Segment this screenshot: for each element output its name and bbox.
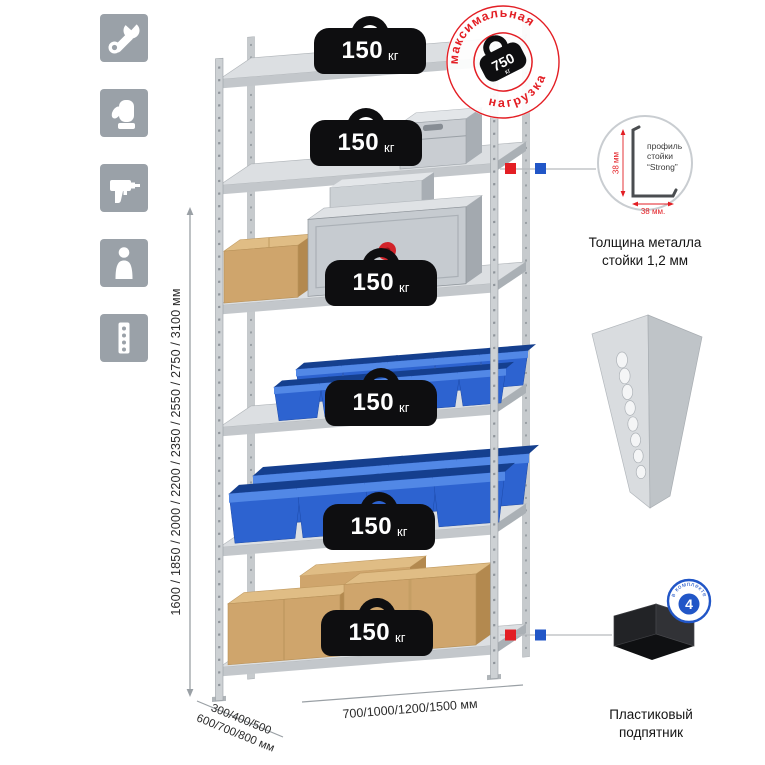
kettlebell-handle bbox=[360, 492, 398, 514]
feature-icon-gloves bbox=[100, 89, 148, 137]
kettlebell-body: 150 кг bbox=[321, 610, 433, 656]
foot-caption-line-1: Пластиковый bbox=[609, 707, 693, 722]
shelf-load-weight-3: 150 кг bbox=[325, 248, 437, 306]
load-unit: кг bbox=[399, 279, 410, 295]
blue-marker bbox=[535, 163, 546, 174]
load-value: 150 bbox=[337, 129, 380, 156]
profile-caption-line-2: стойки 1,2 мм bbox=[601, 253, 689, 269]
shelf-load-weight-6: 150 кг bbox=[321, 598, 433, 656]
width-dimension-line bbox=[301, 684, 524, 703]
person-icon bbox=[115, 247, 133, 279]
load-value: 150 bbox=[352, 389, 395, 416]
load-value: 150 bbox=[350, 513, 393, 540]
profile-dim-horizontal: 38 мм. bbox=[641, 207, 665, 216]
load-unit: кг bbox=[399, 399, 410, 415]
kettlebell-body: 150 кг bbox=[314, 28, 426, 74]
kettlebell-handle bbox=[351, 16, 389, 38]
corner-post-detail bbox=[591, 314, 703, 509]
load-value: 150 bbox=[348, 619, 391, 646]
kettlebell-body: 150 кг bbox=[323, 504, 435, 550]
depth-dimension-line bbox=[196, 700, 284, 738]
kettlebell-handle bbox=[362, 368, 400, 390]
bottom-connector bbox=[500, 629, 612, 641]
gloves-icon bbox=[111, 100, 135, 129]
load-unit: кг bbox=[395, 629, 406, 645]
cardboard-box-small bbox=[222, 233, 316, 304]
perforated-profile-icon bbox=[118, 322, 130, 354]
red-marker bbox=[505, 629, 516, 641]
red-marker bbox=[505, 163, 516, 174]
kettlebell-body: 150 кг bbox=[325, 380, 437, 426]
badge-number: 4 bbox=[685, 596, 693, 612]
height-dimension-label: 1600 / 1850 / 2000 / 2200 / 2350 / 2550 … bbox=[169, 288, 183, 616]
drill-icon bbox=[110, 180, 140, 203]
shelf-load-weight-1: 150 кг bbox=[314, 16, 426, 74]
profile-dim-vertical: 38 мм bbox=[612, 152, 621, 174]
profile-label-1: профиль bbox=[647, 141, 683, 151]
wrench-icon bbox=[108, 16, 140, 54]
load-unit: кг bbox=[397, 523, 408, 539]
angle-profile-drawing bbox=[631, 125, 678, 198]
feature-icon-wrench bbox=[100, 14, 148, 62]
stamp-kettlebell-icon: 750 кг bbox=[479, 35, 527, 82]
blue-marker bbox=[535, 629, 546, 641]
profile-label-2: стойки bbox=[647, 151, 673, 161]
shelf-load-weight-5: 150 кг bbox=[323, 492, 435, 550]
profile-caption-line-1: Толщина металла bbox=[588, 235, 702, 250]
kettlebell-body: 150 кг bbox=[310, 120, 422, 166]
stamp-unit: кг bbox=[504, 67, 513, 76]
top-connector bbox=[500, 163, 596, 174]
profile-label-3: “Strong” bbox=[647, 162, 678, 172]
feature-icon-person bbox=[100, 239, 148, 287]
feature-icon-drill bbox=[100, 164, 148, 212]
load-value: 150 bbox=[341, 37, 384, 64]
load-value: 150 bbox=[352, 269, 395, 296]
profile-caption: Толщина металла стойки 1,2 мм bbox=[560, 234, 730, 270]
height-dimension-line bbox=[186, 207, 194, 697]
foot-caption-line-2: подпятник bbox=[618, 725, 684, 741]
kettlebell-handle bbox=[362, 248, 400, 270]
shelf-load-weight-2: 150 кг bbox=[310, 108, 422, 166]
load-unit: кг bbox=[388, 47, 399, 63]
kit-badge: в комплекте 4 bbox=[666, 578, 712, 624]
shelf-load-weight-4: 150 кг bbox=[325, 368, 437, 426]
load-unit: кг bbox=[384, 139, 395, 155]
kettlebell-body: 150 кг bbox=[325, 260, 437, 306]
profile-detail: 38 мм 38 мм. профиль стойки “Strong” bbox=[597, 115, 693, 216]
feature-icon-perforated-profile bbox=[100, 314, 148, 362]
kettlebell-handle bbox=[347, 108, 385, 130]
kettlebell-handle bbox=[358, 598, 396, 620]
foot-caption: Пластиковый подпятник bbox=[571, 706, 731, 742]
